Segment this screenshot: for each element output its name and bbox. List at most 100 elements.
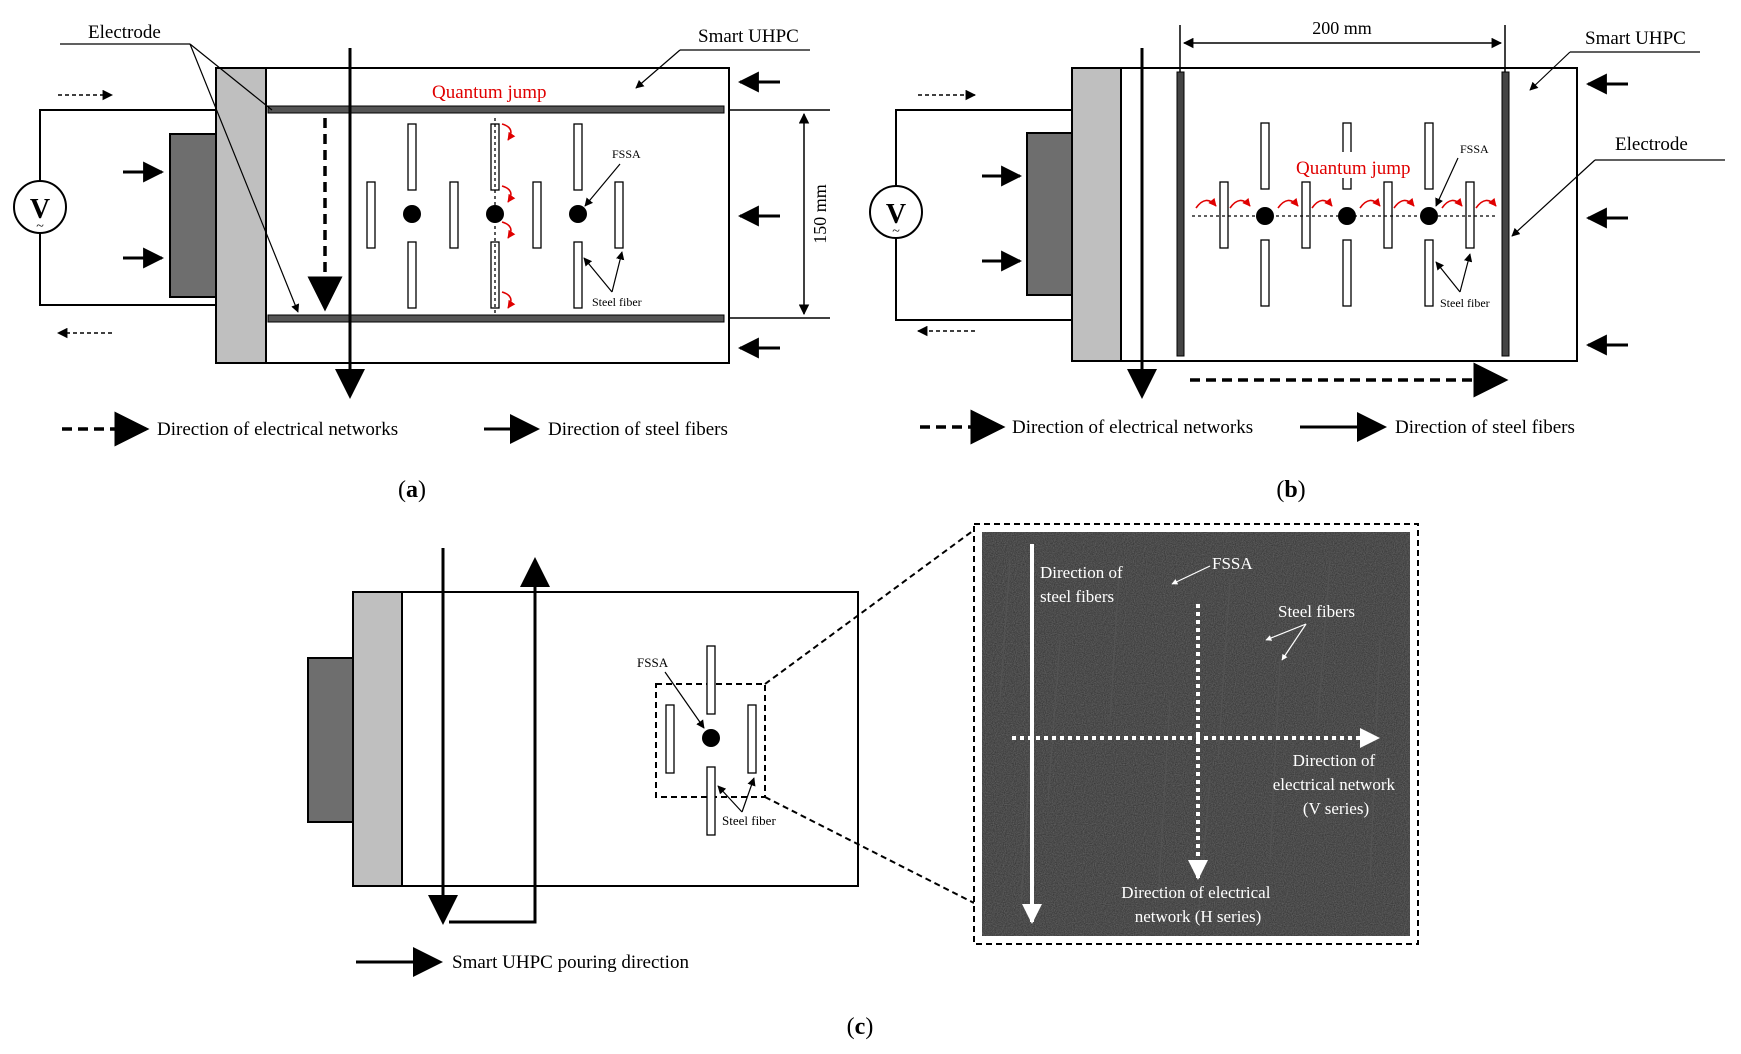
electrode-label: Electrode bbox=[1615, 134, 1688, 155]
electrode-bottom bbox=[267, 314, 725, 323]
voltmeter-symbol: V bbox=[30, 194, 50, 225]
mold-block-light bbox=[215, 67, 267, 364]
caption-b: (b) bbox=[1276, 477, 1305, 503]
steel-fiber bbox=[706, 766, 716, 836]
steel-fiber bbox=[747, 704, 757, 774]
side-arrows bbox=[982, 73, 1628, 356]
electrode-leader bbox=[189, 43, 300, 313]
electrode-label: Electrode bbox=[88, 22, 161, 43]
voltmeter-symbol: V bbox=[886, 199, 906, 230]
fssa-dot bbox=[702, 729, 720, 747]
mold-block-light bbox=[1071, 67, 1122, 362]
side-arrows bbox=[123, 71, 780, 359]
legend-solid-label: Direction of steel fibers bbox=[548, 419, 728, 440]
steel-fiber-label: Steel fiber bbox=[1440, 296, 1490, 310]
steel-fiber bbox=[1260, 122, 1270, 190]
fssa-leader bbox=[1435, 157, 1459, 207]
steel-fiber bbox=[665, 704, 675, 774]
fssa-dot bbox=[1420, 207, 1438, 225]
steel-fiber bbox=[573, 241, 583, 309]
steel-fiber-label: Steel fiber bbox=[592, 295, 642, 309]
smart-uhpc-leader bbox=[1529, 51, 1571, 91]
steel-fiber bbox=[449, 181, 459, 249]
steel-fiber-leader bbox=[717, 785, 743, 813]
steel-fiber bbox=[1424, 239, 1434, 307]
steel-fiber bbox=[407, 241, 417, 309]
electrode-leader bbox=[189, 43, 273, 111]
voltmeter bbox=[13, 180, 67, 234]
electrode-leader bbox=[1511, 159, 1596, 237]
caption-c: (c) bbox=[847, 1014, 874, 1040]
photo-steel-fibers-label: Steel fibers bbox=[1278, 602, 1355, 621]
photo-fiber-streaks bbox=[999, 559, 1381, 921]
steel-fiber bbox=[407, 123, 417, 191]
zoom-connector bbox=[764, 796, 975, 904]
steel-fiber-leader bbox=[1459, 253, 1473, 293]
quantum-jump-arrows bbox=[501, 123, 516, 309]
panel-c: FSSA Steel fiber Direction of bbox=[307, 523, 1419, 1040]
steel-fiber-leader bbox=[611, 251, 625, 293]
mold-block-dark bbox=[307, 657, 354, 823]
fssa-leader bbox=[664, 671, 705, 729]
photo-steel-fibers-leader bbox=[1265, 623, 1307, 641]
fssa-leader bbox=[584, 163, 621, 207]
steel-fiber bbox=[1383, 181, 1393, 249]
zoom-connector bbox=[764, 529, 975, 685]
smart-uhpc-label: Smart UHPC bbox=[698, 26, 799, 47]
fssa-dot bbox=[403, 205, 421, 223]
quantum-jump-label: Quantum jump bbox=[432, 82, 547, 103]
electrode-left bbox=[1176, 71, 1185, 357]
steel-fiber bbox=[366, 181, 376, 249]
steel-fiber bbox=[532, 181, 542, 249]
steel-fiber bbox=[573, 123, 583, 191]
steel-fiber-leader bbox=[583, 257, 613, 293]
electrode-right bbox=[1501, 71, 1510, 357]
steel-fiber-label: Steel fiber bbox=[722, 813, 776, 828]
legend-dashed-label: Direction of electrical networks bbox=[157, 419, 398, 440]
smart-uhpc-label: Smart UHPC bbox=[1585, 28, 1686, 49]
pouring-arrow-up bbox=[449, 557, 550, 924]
fssa-label: FSSA bbox=[612, 147, 641, 161]
steel-fiber bbox=[614, 181, 624, 249]
legend-dashed-label: Direction of electrical networks bbox=[1012, 417, 1253, 438]
ac-symbol: ~ bbox=[36, 219, 44, 234]
dimension-label: 150 mm bbox=[810, 184, 830, 244]
panel-b: V ~ 200 mm Smart UHPC Electrode bbox=[869, 18, 1725, 503]
fssa-dot bbox=[1338, 207, 1356, 225]
quantum-label-backdrop bbox=[1292, 152, 1424, 178]
voltmeter bbox=[869, 185, 923, 239]
uhpc-specimen bbox=[401, 591, 859, 887]
steel-fiber bbox=[1260, 239, 1270, 307]
electrode-top bbox=[267, 105, 725, 114]
mold-block-dark bbox=[1026, 132, 1073, 296]
panel-a: V ~ Electrode Smart UHPC Quantum jump bbox=[13, 22, 830, 503]
caption-a: (a) bbox=[398, 477, 426, 503]
legend-pouring-label: Smart UHPC pouring direction bbox=[452, 952, 689, 973]
photo-h-series-label: Direction of electrical network (H serie… bbox=[1121, 883, 1274, 926]
steel-fiber-leader bbox=[741, 777, 756, 813]
fssa-dot bbox=[1256, 207, 1274, 225]
steel-fiber bbox=[1342, 239, 1352, 307]
smart-uhpc-leader bbox=[635, 49, 681, 89]
fiber-array bbox=[665, 645, 757, 836]
steel-fiber bbox=[1219, 181, 1229, 249]
steel-fiber bbox=[1465, 181, 1475, 249]
quantum-jump-label: Quantum jump bbox=[1296, 158, 1411, 179]
photo-steel-fibers-leader bbox=[1281, 623, 1307, 661]
photo-v-series-label: Direction of electrical network (V serie… bbox=[1273, 751, 1400, 818]
mold-block-light bbox=[352, 591, 403, 887]
steel-fiber bbox=[1424, 122, 1434, 190]
quantum-jump-arrows bbox=[1195, 197, 1497, 209]
legend-solid-label: Direction of steel fibers bbox=[1395, 417, 1575, 438]
fssa-dot bbox=[569, 205, 587, 223]
fssa-label: FSSA bbox=[637, 655, 669, 670]
fssa-label: FSSA bbox=[1460, 142, 1489, 156]
dimension-label: 200 mm bbox=[1312, 18, 1372, 38]
photo-fibers-direction-label: Direction of steel fibers bbox=[1040, 563, 1127, 606]
photo-fssa-label: FSSA bbox=[1212, 554, 1253, 573]
mold-block-dark bbox=[169, 133, 217, 298]
steel-fiber bbox=[1301, 181, 1311, 249]
ac-symbol: ~ bbox=[892, 224, 900, 239]
photo-fssa-leader bbox=[1171, 565, 1211, 585]
